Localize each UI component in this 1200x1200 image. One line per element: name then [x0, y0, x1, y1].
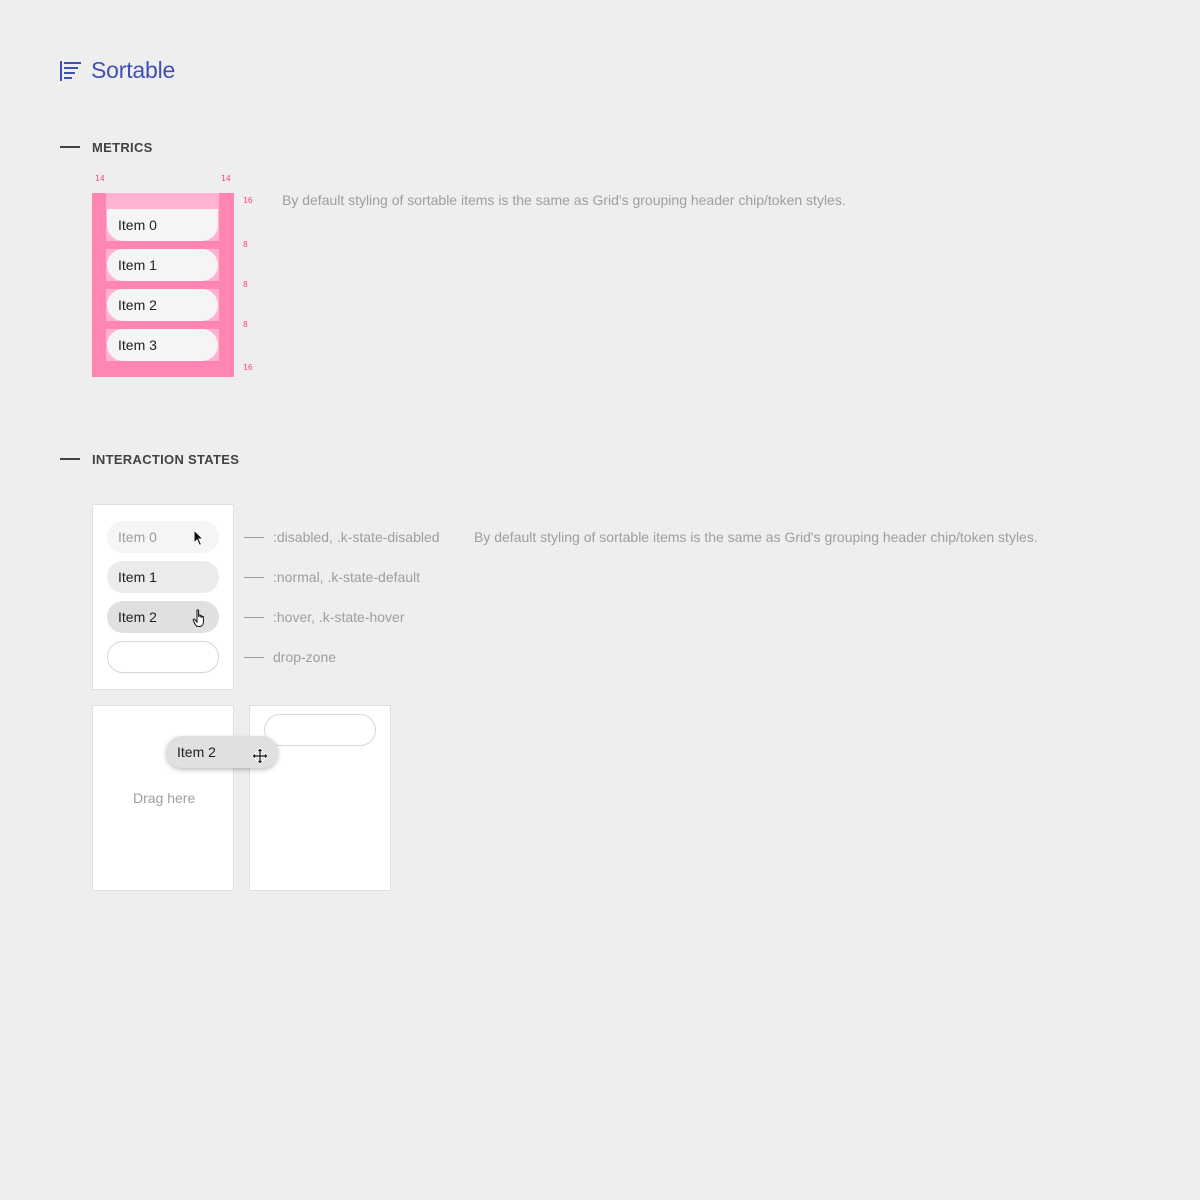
metric-left-padding-label: 14 — [95, 174, 105, 183]
metric-bottom-label: 16 — [243, 363, 253, 372]
drop-zone — [264, 714, 376, 746]
metrics-description: By default styling of sortable items is … — [282, 192, 846, 208]
section-dash — [60, 458, 80, 460]
gap-band — [92, 321, 234, 329]
metric-top-label: 16 — [243, 196, 253, 205]
metric-gap-label: 8 — [243, 240, 248, 249]
state-label-normal: :normal, .k-state-default — [273, 569, 421, 585]
move-cursor-icon — [251, 747, 269, 765]
states-section-title: INTERACTION STATES — [92, 452, 240, 467]
drag-here-placeholder: Drag here — [133, 790, 196, 806]
gap-band — [92, 241, 234, 249]
hand-pointer-icon — [192, 609, 204, 627]
connector-line — [244, 617, 264, 618]
metric-right-padding-label: 14 — [221, 174, 231, 183]
sort-lines-icon — [60, 61, 81, 81]
connector-line — [244, 577, 264, 578]
list-item: Item 0 — [107, 209, 218, 241]
connector-line — [244, 657, 264, 658]
connector-line — [244, 537, 264, 538]
metrics-diagram: Item 0 Item 1 Item 2 Item 3 — [92, 193, 234, 377]
states-description: By default styling of sortable items is … — [474, 529, 1038, 545]
list-item: Item 1 — [107, 249, 218, 281]
padding-bottom-band — [92, 361, 234, 377]
section-dash — [60, 146, 80, 148]
gap-band — [92, 281, 234, 289]
arrow-cursor-icon — [193, 529, 205, 547]
state-label-dropzone: drop-zone — [273, 649, 337, 665]
state-label-hover: :hover, .k-state-hover — [273, 609, 405, 625]
list-item: Item 2 — [107, 289, 218, 321]
page-title: Sortable — [91, 57, 176, 83]
state-label-disabled: :disabled, .k-state-disabled — [273, 529, 440, 545]
metrics-section-title: METRICS — [92, 140, 153, 155]
metric-gap-label: 8 — [243, 320, 248, 329]
list-item: Item 3 — [107, 329, 218, 361]
metric-gap-label: 8 — [243, 280, 248, 289]
sortable-item-normal[interactable]: Item 1 — [107, 561, 219, 593]
drop-zone — [107, 641, 219, 673]
